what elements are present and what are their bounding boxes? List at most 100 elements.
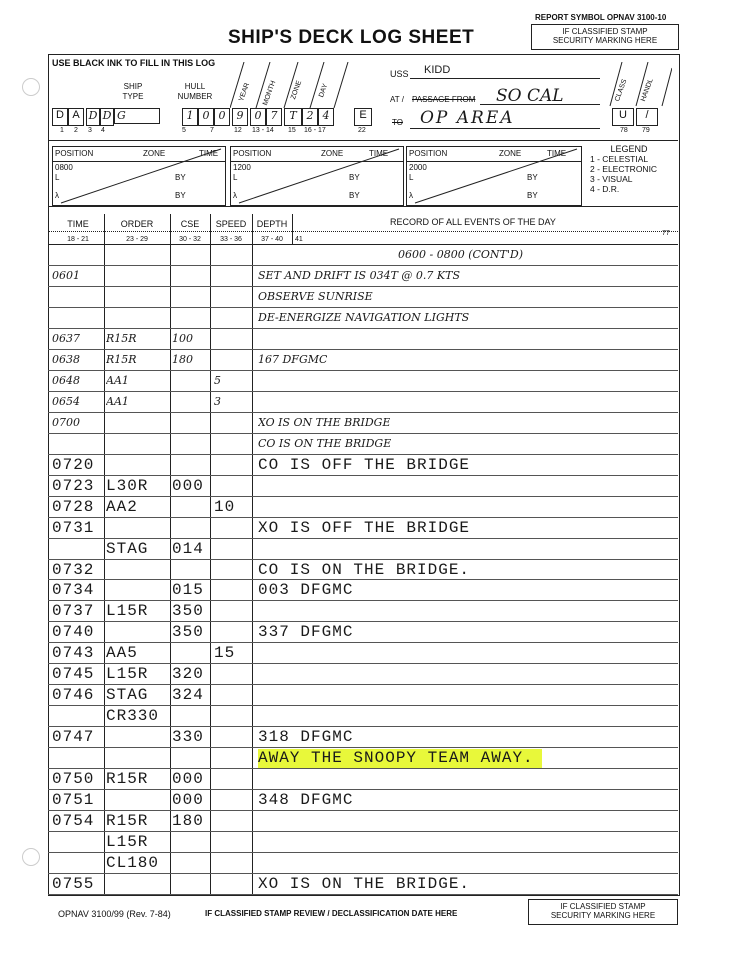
entry-order: R15R [106, 812, 149, 831]
entry-order: CR330 [106, 707, 160, 726]
date-char-2: 0 [250, 108, 266, 126]
entry-order: R15R [106, 770, 149, 789]
entry-record: 318 DFGMC [258, 728, 354, 747]
date-char-4: T [284, 108, 302, 126]
page-title: SHIP'S DECK LOG SHEET [228, 27, 475, 48]
row-rule [48, 516, 678, 518]
entry-cse: 330 [172, 728, 204, 747]
entry-time: 0728 [52, 497, 95, 516]
entry-record: DE-ENERGIZE NAVIGATION LIGHTS [258, 310, 470, 324]
row-rule [48, 327, 678, 329]
classified-stamp-top: IF CLASSIFIED STAMP SECURITY MARKING HER… [531, 24, 679, 50]
entry-time: 0751 [52, 791, 95, 810]
ship-char-1: D [52, 108, 68, 126]
colnum-1: 1 [60, 127, 64, 134]
classified-bottom-line1: IF CLASSIFIED STAMP [560, 902, 646, 911]
col-header-speed: SPEED [215, 219, 247, 229]
row-rule [48, 663, 678, 665]
col-divider-5 [292, 214, 293, 244]
colnum-7: 7 [210, 127, 214, 134]
zone-label-2: ZONE [321, 149, 344, 158]
to-underline [410, 128, 600, 129]
entry-time: 0740 [52, 623, 95, 642]
row-rule [48, 852, 678, 854]
col-divider-2 [170, 214, 171, 894]
legend-item-1: 1 - CELESTIAL [590, 154, 649, 164]
entry-speed: 3 [214, 394, 221, 408]
entry-time: 0737 [52, 602, 95, 621]
l-label-1: L [55, 173, 60, 182]
entry-cse: 350 [172, 602, 204, 621]
legend-item-3: 3 - VISUAL [590, 174, 633, 184]
row-rule [48, 537, 678, 539]
position-label-2: POSITION [233, 149, 272, 158]
classified-bottom-line2: SECURITY MARKING HERE [550, 911, 656, 920]
entry-cse: 000 [172, 476, 204, 495]
row-rule [48, 621, 678, 623]
entry-time: 0750 [52, 770, 95, 789]
date-char-5: 2 [302, 108, 318, 126]
colnum-3: 3 [88, 127, 92, 134]
row-rule [48, 831, 678, 833]
entry-speed: 5 [214, 373, 221, 387]
handl-value: / [636, 108, 658, 126]
row-rule [48, 306, 678, 308]
entry-record: SET AND DRIFT IS 034T @ 0.7 KTS [258, 268, 460, 282]
col-header-time: TIME [67, 219, 89, 229]
time-0800: 0800 [55, 163, 73, 172]
hull-char-3: 0 [214, 108, 230, 126]
entry-order: R15R [106, 352, 137, 366]
header-dotted-rule [48, 231, 678, 232]
entry-order: STAG [106, 539, 149, 558]
entry-time: 0720 [52, 455, 95, 474]
colnum-78: 78 [620, 127, 628, 134]
row-rule [48, 579, 678, 581]
entry-order: AA1 [106, 394, 129, 408]
colnum-2: 2 [74, 127, 78, 134]
legend-item-4: 4 - D.R. [590, 184, 620, 194]
position-box-1200: POSITION ZONE TIME 1200 L BY λ BY [230, 146, 404, 206]
legend: LEGEND 1 - CELESTIAL 2 - ELECTRONIC 3 - … [584, 144, 674, 206]
ship-char-3: D [86, 108, 100, 126]
header-bottom-rule [48, 244, 678, 245]
entry-time: 0747 [52, 728, 95, 747]
entry-time: 0754 [52, 812, 95, 831]
e-char-box: E [354, 108, 372, 126]
entry-cse: 014 [172, 539, 204, 558]
row-rule [48, 348, 678, 350]
colnum-77: 77 [662, 230, 670, 237]
by-label-2a: BY [349, 173, 360, 182]
entry-time: 0734 [52, 581, 95, 600]
entry-record: 003 DFGMC [258, 581, 354, 600]
classified-stamp-bottom: IF CLASSIFIED STAMP SECURITY MARKING HER… [528, 899, 678, 925]
col-header-record: RECORD OF ALL EVENTS OF THE DAY [390, 217, 556, 227]
by-label-1a: BY [175, 173, 186, 182]
hull-number-label-2: NUMBER [177, 92, 213, 101]
entry-time: 0746 [52, 686, 95, 705]
entry-cse: 100 [172, 331, 193, 345]
row-rule [48, 642, 678, 644]
row-rule [48, 264, 678, 266]
entry-record: 337 DFGMC [258, 623, 354, 642]
col-header-depth: DEPTH [256, 219, 288, 229]
ship-char-2: A [68, 108, 84, 126]
entry-speed: 10 [214, 497, 236, 516]
legend-title: LEGEND [610, 144, 648, 154]
col-header-cse: CSE [180, 219, 200, 229]
entry-record: XO IS OFF THE BRIDGE [258, 518, 471, 537]
instructions: USE BLACK INK TO FILL IN THIS LOG [52, 58, 216, 68]
row-rule [48, 789, 678, 791]
row-rule [48, 453, 678, 455]
entry-cse: 180 [172, 352, 193, 366]
date-header-dividers [230, 62, 349, 109]
entry-cse: 015 [172, 581, 204, 600]
uss-label: USS [390, 69, 409, 79]
entry-time: 0755 [52, 875, 95, 894]
position-label-1: POSITION [55, 149, 94, 158]
ship-char-5: G [114, 108, 160, 124]
position-box-2000: POSITION ZONE TIME 2000 L BY λ BY [406, 146, 582, 206]
entry-time: 0638 [52, 352, 80, 366]
entry-record: CO IS ON THE BRIDGE. [258, 560, 471, 579]
date-char-1: 9 [232, 108, 248, 126]
